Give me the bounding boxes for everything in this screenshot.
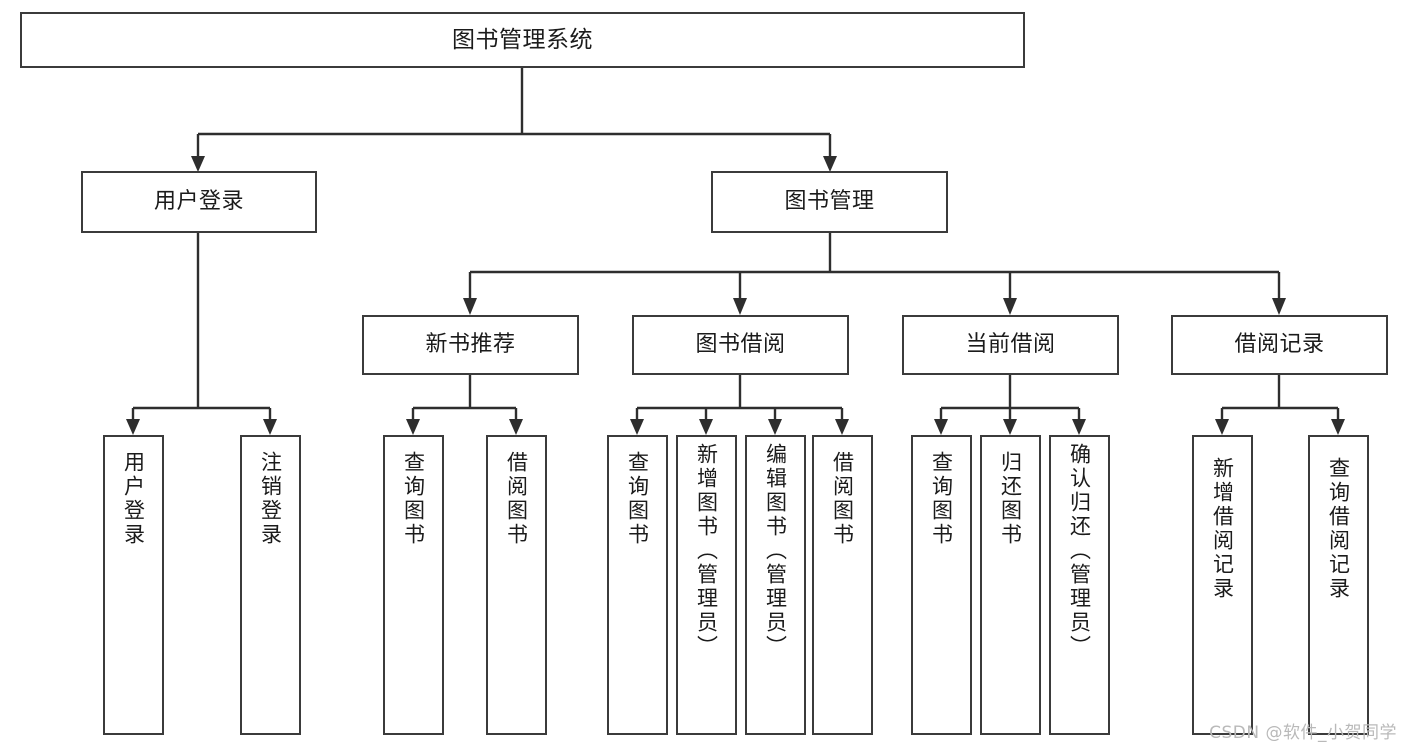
arrow-book-borrow — [733, 298, 747, 315]
node-new-book-recommend[interactable]: 新书推荐 — [362, 315, 579, 375]
csdn-watermark: CSDN @软件_小贺同学 — [1209, 723, 1397, 743]
arrow-leaf-query-book-3 — [934, 419, 948, 435]
node-leaf-return-book[interactable]: 归还图书 — [980, 435, 1041, 735]
node-leaf-query-book-1-label: 查询图书 — [401, 451, 426, 547]
node-leaf-edit-book-label: 编辑图书（管理员） — [763, 443, 788, 659]
node-book-borrow[interactable]: 图书借阅 — [632, 315, 849, 375]
arrow-user-login — [191, 156, 205, 172]
node-book-manage-label: 图书管理 — [784, 189, 875, 215]
arrow-new-book-recommend — [463, 298, 477, 315]
node-borrow-record-label: 借阅记录 — [1234, 332, 1325, 358]
node-new-book-recommend-label: 新书推荐 — [425, 332, 516, 358]
arrow-leaf-add-book — [699, 419, 713, 435]
arrow-leaf-user-login — [126, 419, 140, 435]
node-leaf-query-book-3[interactable]: 查询图书 — [911, 435, 972, 735]
node-leaf-add-book-label: 新增图书（管理员） — [694, 443, 719, 659]
node-leaf-borrow-book-1[interactable]: 借阅图书 — [486, 435, 547, 735]
node-borrow-record[interactable]: 借阅记录 — [1171, 315, 1388, 375]
node-book-borrow-label: 图书借阅 — [695, 332, 786, 358]
arrow-current-borrow — [1003, 298, 1017, 315]
node-leaf-add-book[interactable]: 新增图书（管理员） — [676, 435, 737, 735]
node-root[interactable]: 图书管理系统 — [20, 12, 1025, 68]
node-leaf-query-book-1[interactable]: 查询图书 — [383, 435, 444, 735]
node-user-login[interactable]: 用户登录 — [81, 171, 317, 233]
node-leaf-borrow-book-2[interactable]: 借阅图书 — [812, 435, 873, 735]
node-root-label: 图书管理系统 — [452, 26, 593, 53]
node-user-login-label: 用户登录 — [153, 189, 244, 215]
node-leaf-query-book-2[interactable]: 查询图书 — [607, 435, 668, 735]
node-leaf-query-book-3-label: 查询图书 — [929, 451, 954, 547]
arrow-leaf-return-book — [1003, 419, 1017, 435]
node-leaf-user-login-label: 用户登录 — [121, 451, 146, 547]
node-current-borrow-label: 当前借阅 — [965, 332, 1056, 358]
node-current-borrow[interactable]: 当前借阅 — [902, 315, 1119, 375]
node-leaf-logout[interactable]: 注销登录 — [240, 435, 301, 735]
arrow-leaf-confirm-return — [1072, 419, 1086, 435]
node-leaf-user-login[interactable]: 用户登录 — [103, 435, 164, 735]
node-leaf-logout-label: 注销登录 — [258, 451, 283, 547]
arrow-leaf-logout — [263, 419, 277, 435]
node-leaf-add-record[interactable]: 新增借阅记录 — [1192, 435, 1253, 735]
node-leaf-add-record-label: 新增借阅记录 — [1210, 457, 1235, 601]
arrow-leaf-edit-book — [768, 419, 782, 435]
node-leaf-confirm-return-label: 确认归还（管理员） — [1067, 443, 1092, 659]
node-leaf-borrow-book-1-label: 借阅图书 — [504, 451, 529, 547]
node-leaf-confirm-return[interactable]: 确认归还（管理员） — [1049, 435, 1110, 735]
node-leaf-query-record-label: 查询借阅记录 — [1326, 457, 1351, 601]
node-book-manage[interactable]: 图书管理 — [711, 171, 948, 233]
arrow-book-manage — [823, 156, 837, 172]
arrow-leaf-borrow-book-1 — [509, 419, 523, 435]
arrow-leaf-query-record — [1331, 419, 1345, 435]
node-leaf-query-record[interactable]: 查询借阅记录 — [1308, 435, 1369, 735]
arrow-leaf-add-record — [1215, 419, 1229, 435]
arrow-leaf-query-book-1 — [406, 419, 420, 435]
node-leaf-query-book-2-label: 查询图书 — [625, 451, 650, 547]
node-leaf-return-book-label: 归还图书 — [998, 451, 1023, 547]
arrow-leaf-borrow-book-2 — [835, 419, 849, 435]
node-leaf-edit-book[interactable]: 编辑图书（管理员） — [745, 435, 806, 735]
arrow-borrow-record — [1272, 298, 1286, 315]
arrow-leaf-query-book-2 — [630, 419, 644, 435]
node-leaf-borrow-book-2-label: 借阅图书 — [830, 451, 855, 547]
